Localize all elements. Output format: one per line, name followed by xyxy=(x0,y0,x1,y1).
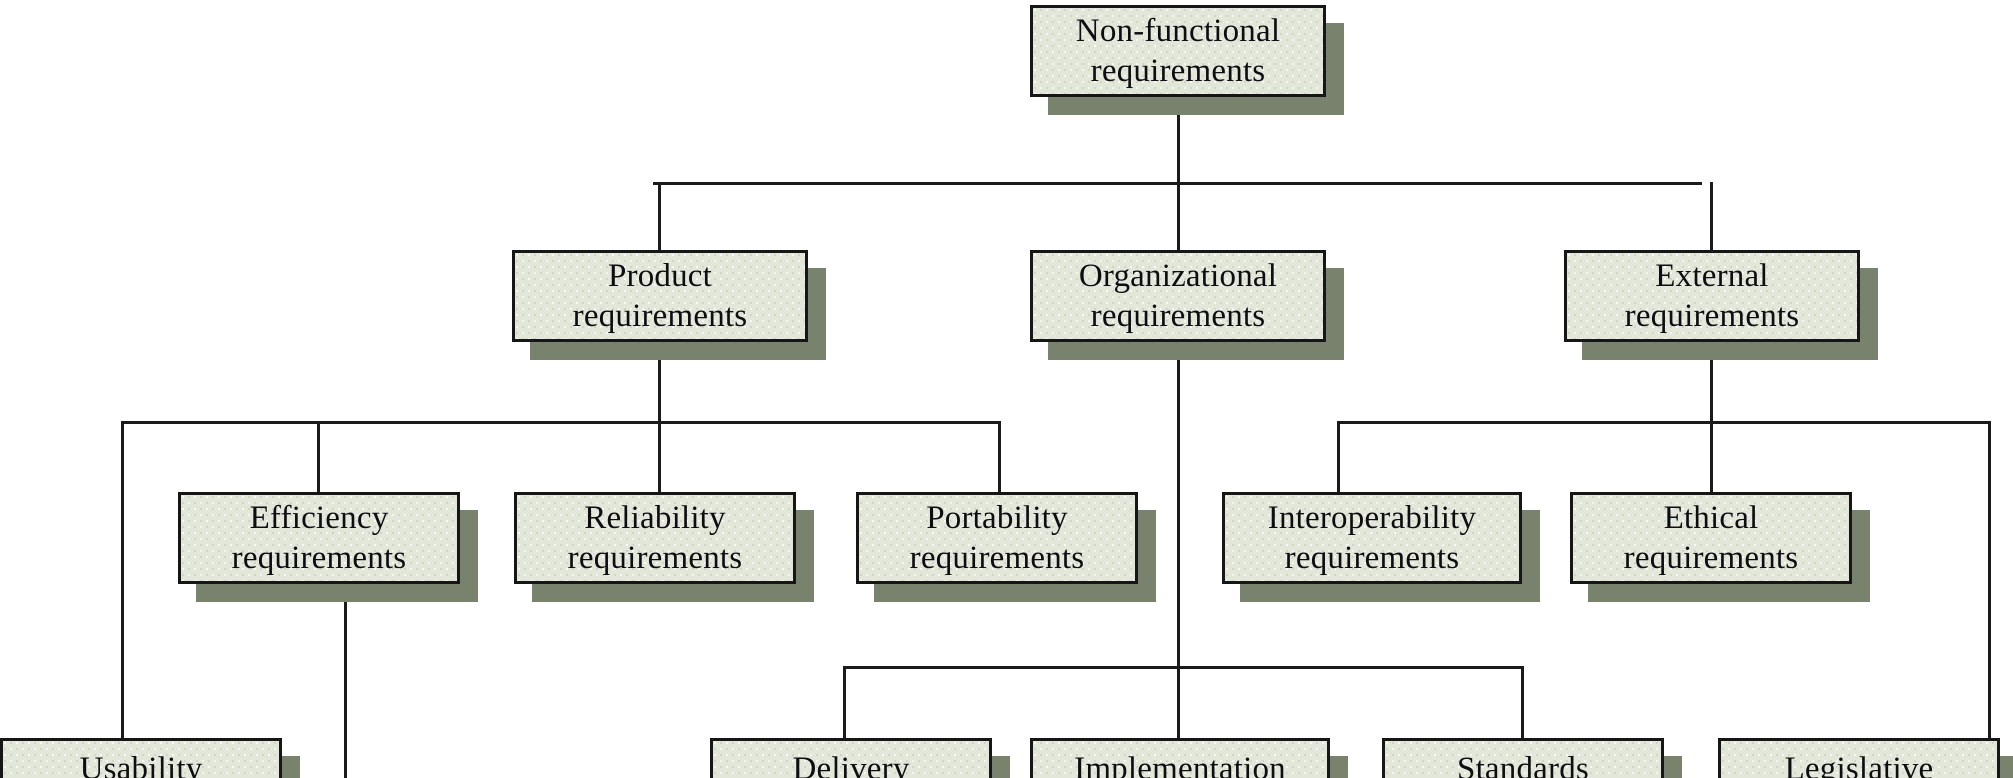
connector-drop-ethical xyxy=(1710,421,1713,494)
node-label-line2: requirements xyxy=(1624,298,1800,334)
node-non-functional-requirements[interactable]: Non-functional requirements xyxy=(1030,5,1326,97)
node-label-line2: requirements xyxy=(572,298,748,334)
connector-drop-usability-outer xyxy=(121,421,124,778)
node-label-line1: Standards xyxy=(1457,751,1589,778)
node-label-line1: Reliability xyxy=(584,499,726,536)
node-label-line2: requirements xyxy=(909,540,1085,576)
connector-external-stem xyxy=(1710,342,1713,424)
connector-product-bus xyxy=(121,421,1001,424)
connector-drop-product xyxy=(658,182,661,252)
connector-drop-reliability xyxy=(658,421,661,494)
connector-drop-legislative-outer xyxy=(1988,421,1991,778)
node-label-line2: requirements xyxy=(1284,540,1460,576)
node-legislative[interactable]: Legislative xyxy=(1718,738,2000,778)
node-label-line1: Implementation xyxy=(1074,751,1286,778)
connector-drop-delivery xyxy=(843,666,846,740)
connector-external-bus xyxy=(1337,421,1991,424)
node-label-line1: Interoperability xyxy=(1267,499,1477,536)
node-label-line2: requirements xyxy=(1090,53,1266,89)
connector-drop-interoperability xyxy=(1337,421,1340,494)
node-label-line1: Ethical xyxy=(1663,499,1759,536)
connector-drop-standards xyxy=(1521,666,1524,740)
connector-efficiency-stem xyxy=(344,584,347,778)
connector-organizational-bus xyxy=(843,666,1524,669)
connector-drop-organizational xyxy=(1177,182,1180,252)
node-delivery[interactable]: Delivery xyxy=(710,738,992,778)
connector-drop-external xyxy=(1710,182,1713,252)
node-product-requirements[interactable]: Product requirements xyxy=(512,250,808,342)
node-implementation[interactable]: Implementation xyxy=(1030,738,1330,778)
node-label-line1: Usability xyxy=(79,751,203,778)
node-label-line1: Legislative xyxy=(1784,751,1934,778)
node-label-line1: Non-functional xyxy=(1075,12,1281,49)
node-label-line2: requirements xyxy=(567,540,743,576)
node-label-line1: Portability xyxy=(926,499,1068,536)
node-portability-requirements[interactable]: Portability requirements xyxy=(856,492,1138,584)
connector-drop-portability xyxy=(998,421,1001,494)
node-standards[interactable]: Standards xyxy=(1382,738,1664,778)
node-usability[interactable]: Usability xyxy=(0,738,282,778)
node-label-line2: requirements xyxy=(231,540,407,576)
node-interoperability-requirements[interactable]: Interoperability requirements xyxy=(1222,492,1522,584)
node-reliability-requirements[interactable]: Reliability requirements xyxy=(514,492,796,584)
node-label-line2: requirements xyxy=(1090,298,1266,334)
node-organizational-requirements[interactable]: Organizational requirements xyxy=(1030,250,1326,342)
node-label-line1: Organizational xyxy=(1078,257,1278,294)
node-label-line1: Efficiency xyxy=(249,499,389,536)
node-ethical-requirements[interactable]: Ethical requirements xyxy=(1570,492,1852,584)
node-label-line2: requirements xyxy=(1623,540,1799,576)
node-label-line1: Product xyxy=(607,257,713,294)
connector-drop-efficiency xyxy=(317,421,320,494)
node-label-line1: Delivery xyxy=(792,751,910,778)
node-efficiency-requirements[interactable]: Efficiency requirements xyxy=(178,492,460,584)
node-external-requirements[interactable]: External requirements xyxy=(1564,250,1860,342)
node-label-line1: External xyxy=(1655,257,1769,294)
connector-root-stem xyxy=(1177,97,1180,185)
connector-product-stem xyxy=(658,342,661,424)
connector-organizational-stem xyxy=(1177,342,1180,740)
